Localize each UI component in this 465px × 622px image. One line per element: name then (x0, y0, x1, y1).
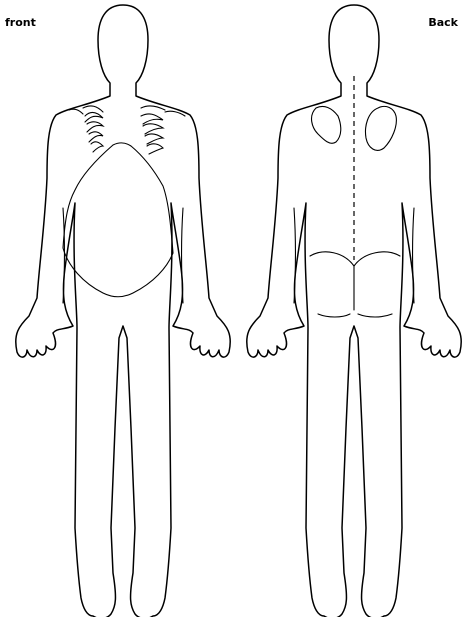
front-abdomen-region (63, 143, 173, 297)
front-figure (16, 5, 231, 617)
back-right-scapula (366, 106, 397, 150)
back-right-gluteal-fold (358, 314, 392, 317)
back-buttocks-upper (310, 252, 400, 266)
back-left-scapula (312, 106, 341, 143)
front-right-chest-marks (141, 106, 185, 154)
back-left-gluteal-fold (318, 314, 350, 317)
front-label: front (5, 16, 36, 29)
back-figure (247, 5, 462, 617)
back-label: Back (428, 16, 458, 29)
front-left-chest-marks (69, 106, 103, 152)
front-body-outline (16, 5, 231, 617)
